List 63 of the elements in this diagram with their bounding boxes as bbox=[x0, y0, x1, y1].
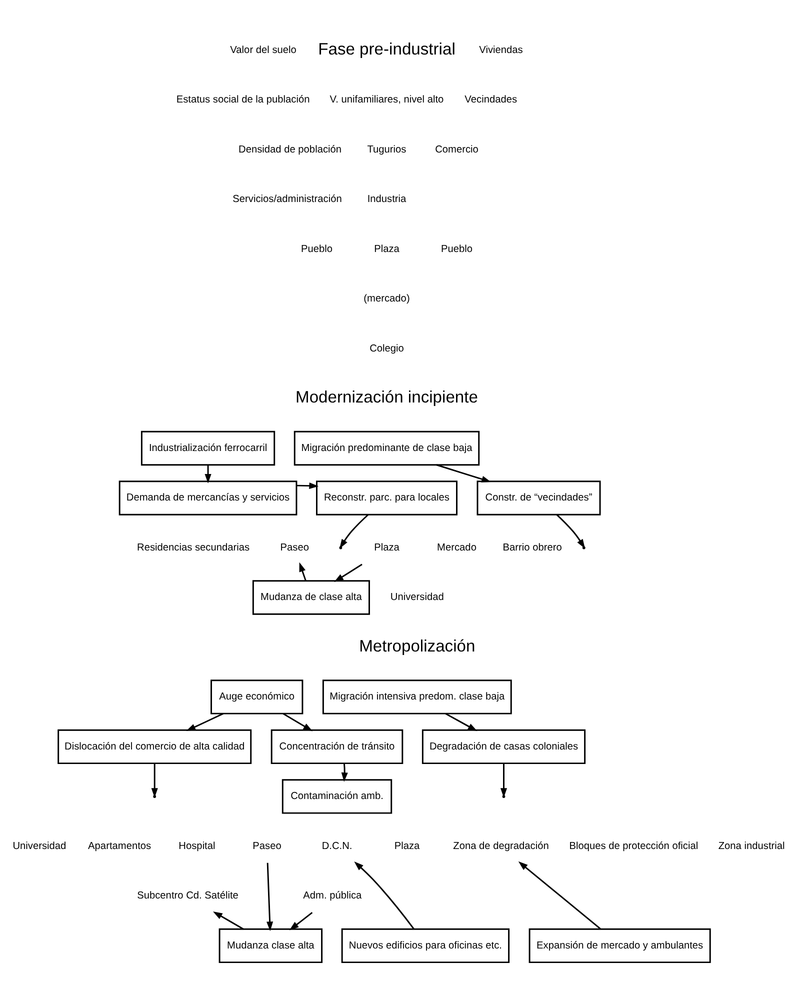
node-box: Dislocación del comercio de alta calidad bbox=[58, 729, 252, 764]
node-box: Auge económico bbox=[210, 680, 304, 714]
label: Plaza bbox=[374, 244, 400, 255]
arrow bbox=[445, 712, 478, 732]
label: Plaza bbox=[394, 840, 420, 852]
legend-label: Comercio bbox=[435, 144, 478, 156]
node-box: Mudanza de clase alta bbox=[252, 580, 370, 615]
legend-label: Servicios/administración bbox=[232, 194, 342, 206]
label: Fase pre-industrial bbox=[318, 39, 456, 58]
label: (mercado) bbox=[364, 294, 410, 305]
legend-label: Industria bbox=[367, 194, 406, 206]
arrow bbox=[334, 564, 362, 582]
node-box: Concentración de tránsito bbox=[270, 729, 404, 764]
legend-label: Viviendas bbox=[479, 44, 523, 56]
node-box: Degradación de casas coloniales bbox=[422, 729, 586, 764]
node-box: Expansión de mercado y ambulantes bbox=[528, 928, 711, 964]
arrow bbox=[518, 861, 601, 930]
legend-label: V. unifamiliares, nivel alto bbox=[330, 94, 444, 106]
node-text: Adm. pública bbox=[303, 890, 362, 902]
node-text: Paseo bbox=[280, 542, 309, 554]
label: Pueblo bbox=[300, 244, 333, 255]
node-text: Subcentro Cd. Satélite bbox=[137, 890, 238, 902]
legend-label: Valor del suelo bbox=[230, 44, 296, 56]
node-box: Constr. de “vecindades” bbox=[476, 480, 601, 516]
node-text: Zona de degradación bbox=[453, 840, 549, 852]
label: Residencias secundarias bbox=[137, 542, 250, 554]
arrow bbox=[299, 562, 306, 581]
label: Colegio bbox=[370, 343, 404, 354]
arrow bbox=[266, 862, 274, 932]
arrow bbox=[204, 464, 212, 484]
legend-label: Densidad de población bbox=[238, 144, 342, 156]
arrow bbox=[354, 862, 414, 930]
node-text: D.C.N. bbox=[322, 840, 352, 852]
label: Bloques de protección oficial bbox=[569, 840, 698, 852]
node-box: Migración intensiva predom. clase baja bbox=[322, 680, 512, 714]
node-box: Contaminación amb. bbox=[282, 779, 392, 814]
node-box: Nuevos edificios para oficinas etc. bbox=[341, 928, 510, 964]
label: Barrio obrero bbox=[502, 542, 562, 554]
label: Universidad bbox=[390, 592, 444, 604]
label: Pueblo bbox=[441, 244, 473, 255]
node-box: Migración predominante de clase baja bbox=[294, 430, 480, 466]
node-box: Demanda de mercancías y servicios bbox=[118, 480, 298, 516]
label: Metropolización bbox=[359, 636, 476, 656]
node-text: Paseo bbox=[252, 840, 282, 852]
legend-label: Vecindades bbox=[464, 94, 518, 106]
arrow bbox=[289, 912, 313, 930]
node-text: Plaza bbox=[374, 542, 400, 554]
legend-label: Tugurios bbox=[367, 144, 406, 156]
legend-label: Estatus social de la publación bbox=[176, 94, 310, 106]
label: Apartamentos bbox=[88, 840, 152, 852]
arrow bbox=[341, 763, 348, 782]
label: Modernización incipiente bbox=[296, 388, 478, 407]
node-box: Reconstr. parc. para locales bbox=[316, 480, 458, 516]
arrow bbox=[282, 712, 313, 732]
label: Zona industrial bbox=[718, 840, 785, 852]
node-box: Mudanza clase alta bbox=[218, 928, 323, 964]
arrow bbox=[296, 482, 319, 490]
node-box: Industrialización ferrocarril bbox=[140, 430, 276, 466]
label: Universidad bbox=[12, 840, 66, 852]
arrow bbox=[212, 911, 244, 930]
label: Mercado bbox=[437, 542, 476, 554]
arrow bbox=[186, 712, 224, 732]
label: Hospital bbox=[178, 840, 216, 852]
